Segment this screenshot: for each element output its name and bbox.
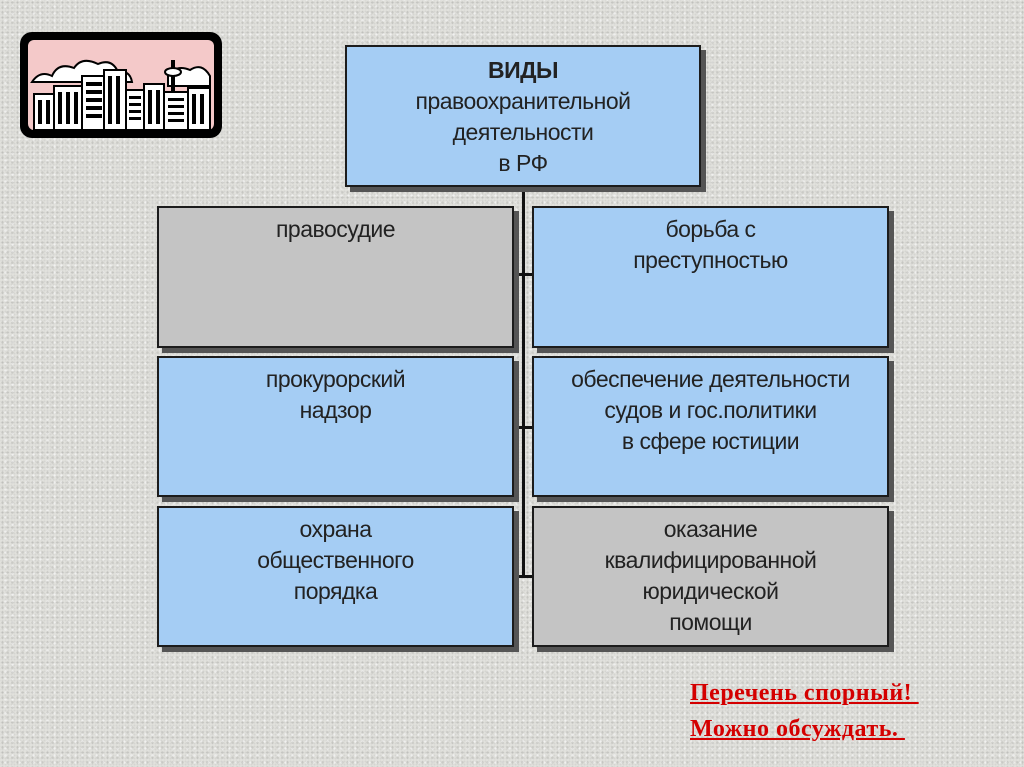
box-public-order: охрана общественного порядка — [157, 506, 514, 647]
box-line: квалифицированной — [534, 545, 887, 576]
box-court-support: обеспечение деятельности судов и гос.пол… — [532, 356, 889, 497]
note-line-1: Перечень спорный! — [690, 675, 919, 711]
box-prosecutorial-supervision: прокурорский надзор — [157, 356, 514, 497]
box-line: судов и гос.политики — [534, 395, 887, 426]
box-line: надзор — [159, 395, 512, 426]
box-line: борьба с — [534, 214, 887, 245]
box-line: правосудие — [159, 214, 512, 245]
note-line-2: Можно обсуждать. — [690, 711, 919, 747]
box-line: охрана — [159, 514, 512, 545]
title-line-1: ВИДЫ — [347, 55, 699, 86]
connector-row3 — [513, 575, 533, 578]
box-line: порядка — [159, 576, 512, 607]
box-line: обеспечение деятельности — [534, 364, 887, 395]
box-line: юридической — [534, 576, 887, 607]
connector-trunk — [522, 187, 525, 577]
disclaimer-note: Перечень спорный! Можно обсуждать. — [690, 675, 919, 747]
title-line-4: в РФ — [347, 148, 699, 179]
box-line: прокурорский — [159, 364, 512, 395]
box-legal-aid: оказание квалифицированной юридической п… — [532, 506, 889, 647]
connector-row2 — [513, 426, 533, 429]
box-justice: правосудие — [157, 206, 514, 348]
box-line: помощи — [534, 607, 887, 638]
box-line: оказание — [534, 514, 887, 545]
title-line-2: правоохранительной — [347, 86, 699, 117]
city-skyline-logo — [18, 30, 224, 140]
box-crime-fighting: борьба с преступностью — [532, 206, 889, 348]
title-line-3: деятельности — [347, 117, 699, 148]
box-line: преступностью — [534, 245, 887, 276]
diagram-title-box: ВИДЫ правоохранительной деятельности в Р… — [345, 45, 701, 187]
box-line: в сфере юстиции — [534, 426, 887, 457]
connector-row1 — [513, 273, 533, 276]
box-line: общественного — [159, 545, 512, 576]
